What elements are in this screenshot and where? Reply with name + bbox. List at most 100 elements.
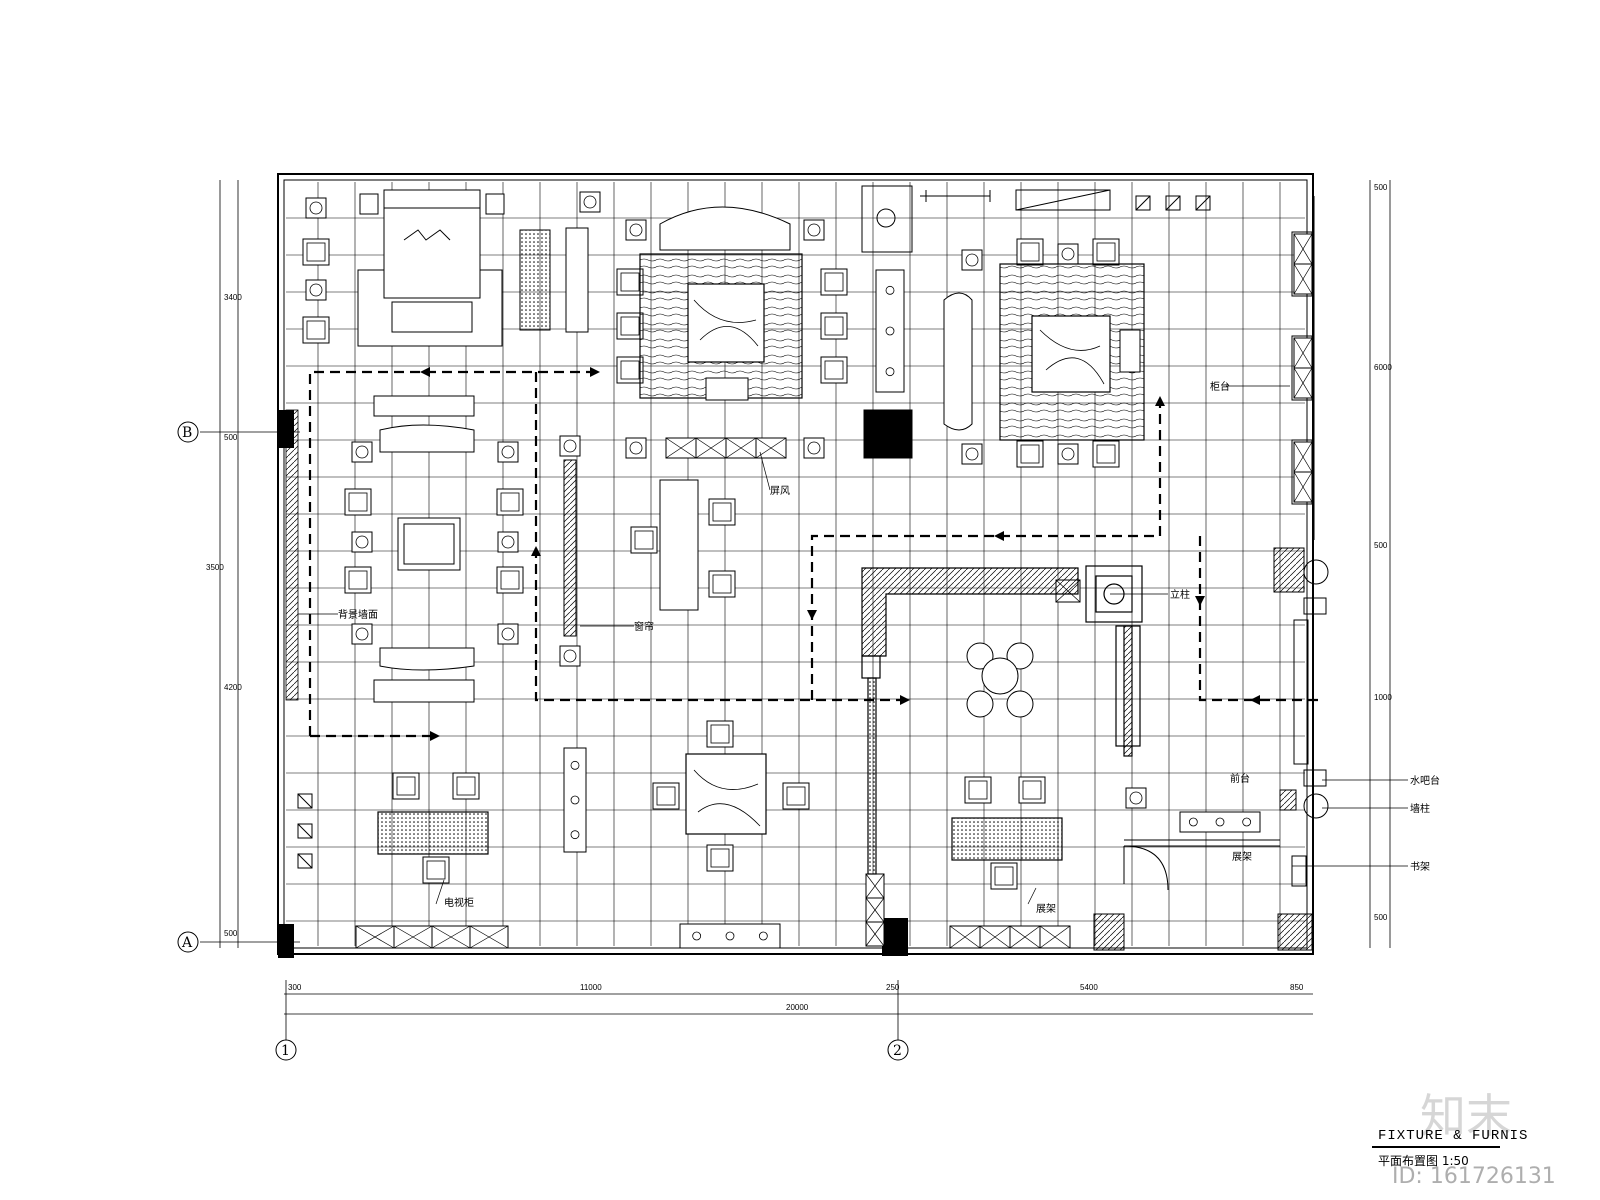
label-water-table: 水吧台 [1410, 774, 1440, 787]
planter-tables [377, 811, 1063, 861]
armchair [1092, 238, 1120, 266]
display-desk [659, 479, 699, 611]
armchair [392, 772, 420, 800]
label-display-rack: 展架 [1036, 903, 1056, 915]
cabinet-strip [679, 923, 781, 949]
side-table [625, 437, 647, 459]
armchair [782, 782, 810, 810]
dim-right-5: 500 [1374, 913, 1388, 922]
cabinet-cell [469, 925, 509, 949]
armchair [630, 526, 658, 554]
armchair [302, 316, 330, 344]
dim-right-4: 1000 [1374, 693, 1392, 702]
armchair [452, 772, 480, 800]
cabinet-cell [1039, 925, 1071, 949]
label-wall-post: 墙柱 [1410, 802, 1430, 815]
armchair [708, 570, 736, 598]
armchair [344, 566, 372, 594]
armchair [1018, 776, 1046, 804]
cabinet-strip [1179, 811, 1261, 833]
armchair [706, 720, 734, 748]
side-table [497, 441, 519, 463]
side-table [305, 197, 327, 219]
armchair [820, 312, 848, 340]
side-table [961, 249, 983, 271]
coffee-table-bottom [685, 753, 767, 835]
dim-left-3: 3500 [206, 563, 224, 572]
cabinet-cell [355, 925, 395, 949]
dim-right-3: 500 [1374, 541, 1388, 550]
cabinet-cell [695, 437, 727, 459]
dim-left-1: 3400 [224, 293, 242, 302]
side-table [625, 219, 647, 241]
label-window-left: 窗帘 [634, 620, 654, 633]
dim-bottom-1: 300 [288, 983, 302, 992]
axis-bubble-b [177, 421, 199, 443]
armchair [820, 268, 848, 296]
cabinet-cell [1293, 471, 1313, 503]
side-table [579, 191, 601, 213]
dim-bottom-5: 850 [1290, 983, 1304, 992]
side-table [803, 437, 825, 459]
cabinet-strip [563, 747, 587, 853]
side-table [559, 435, 581, 457]
armchair [820, 356, 848, 384]
axis-bubble-2 [887, 1039, 909, 1061]
side-table [1125, 787, 1147, 809]
dim-bottom-2: 11000 [580, 983, 602, 992]
armchair [616, 312, 644, 340]
cabinet-strip [875, 269, 905, 393]
round-table [981, 657, 1019, 695]
cabinet-cell [393, 925, 433, 949]
cabinet-cell [865, 897, 885, 923]
axis-bubble-a [177, 931, 199, 953]
side-table [1057, 243, 1079, 265]
label-bookshelf: 书架 [1410, 861, 1430, 873]
dim-right-2: 6000 [1374, 363, 1392, 372]
cabinet-cell [1293, 233, 1313, 265]
dim-bottom-total: 20000 [786, 1003, 809, 1012]
cabinet-cell [865, 873, 885, 899]
dining-table-right [943, 263, 1145, 441]
label-back-wall: 背景墙面 [338, 608, 378, 621]
watermark-logo: 知末 [1420, 1089, 1512, 1143]
watermark-id: ID: 161726131 [1392, 1164, 1556, 1189]
round-chair [966, 642, 994, 670]
side-table [351, 441, 373, 463]
annotation-leaders [298, 385, 1408, 905]
dim-left-2: 500 [224, 433, 238, 442]
dim-bottom-4: 5400 [1080, 983, 1098, 992]
cabinet-cell [1293, 367, 1313, 399]
route-arrows [420, 367, 1260, 741]
dim-left-4: 4200 [224, 683, 242, 692]
armchair [496, 488, 524, 516]
left-wall-panel [285, 409, 299, 701]
armchair [422, 856, 450, 884]
cabinet-cell [865, 921, 885, 947]
side-table [497, 623, 519, 645]
armchair [1016, 440, 1044, 468]
drawing-subtitle: 平面布置图 1:50 [1378, 1154, 1469, 1168]
structural-columns [278, 409, 913, 958]
axis-bubbles [177, 421, 909, 1061]
dim-left-5: 500 [224, 929, 238, 938]
cabinet-cell [725, 437, 757, 459]
chair-group [302, 191, 1147, 890]
armchair [496, 566, 524, 594]
label-counter: 柜台 [1210, 380, 1230, 393]
label-cashier: 前台 [1230, 772, 1250, 785]
armchair [708, 498, 736, 526]
cabinet-cell [1293, 337, 1313, 369]
axis-label-2: 2 [893, 1043, 902, 1059]
axis-label-b: B [182, 425, 192, 441]
cabinet-cell [431, 925, 471, 949]
side-table [1057, 443, 1079, 465]
side-table [351, 623, 373, 645]
side-table [305, 279, 327, 301]
sofa-set-left [373, 395, 577, 703]
axis-label-1: 1 [281, 1043, 290, 1059]
round-chair [1006, 690, 1034, 718]
cabinet-cell [755, 437, 787, 459]
cabinet-cell [1293, 263, 1313, 295]
